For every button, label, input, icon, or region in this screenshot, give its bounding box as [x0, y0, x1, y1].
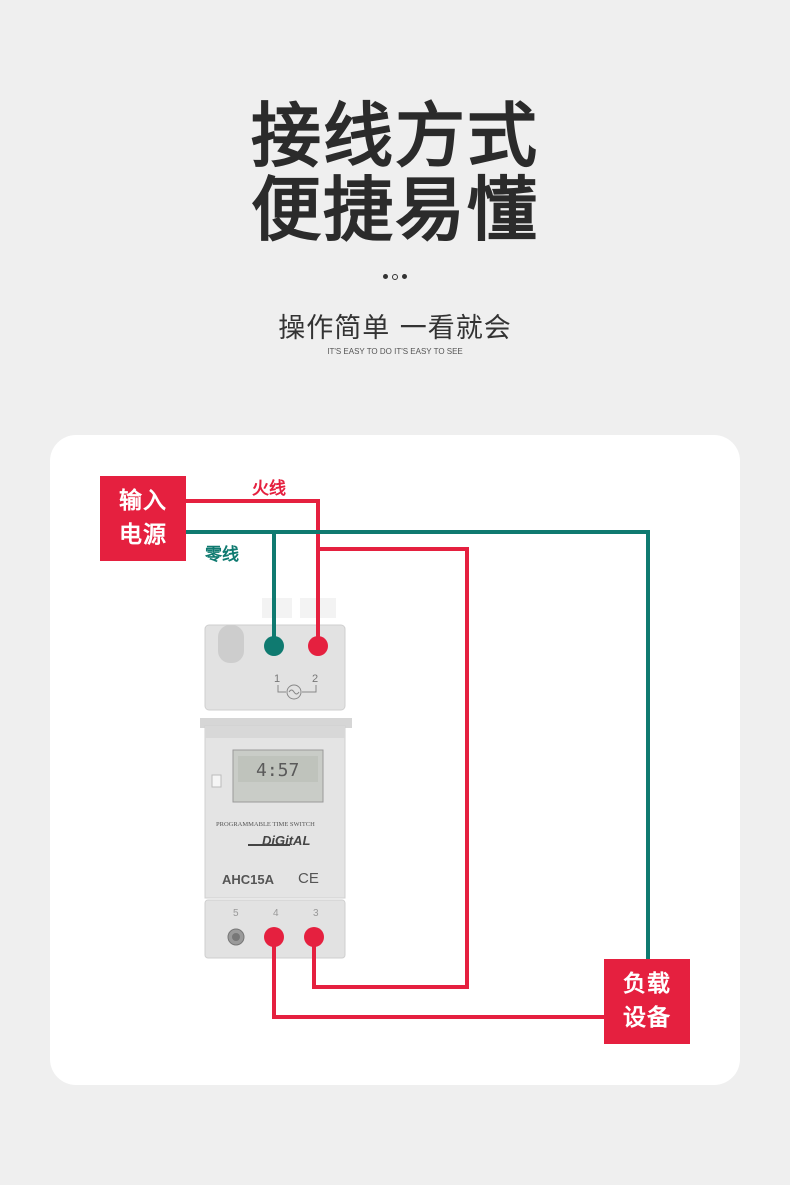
ce-mark: CE — [298, 870, 319, 887]
live-wire — [186, 499, 604, 1019]
terminal-5-label: 5 — [233, 908, 239, 919]
dot-icon — [402, 274, 407, 279]
device-model: AHC15A — [222, 872, 275, 887]
neutral-wire-label: 零线 — [205, 545, 239, 565]
subtitle: 操作简单 一看就会 — [278, 313, 512, 344]
input-box-line2: 电源 — [119, 522, 167, 548]
neutral-wire — [186, 530, 650, 959]
device-logo: DiGitAL — [262, 833, 310, 848]
terminal-3-label: 3 — [313, 908, 319, 919]
terminal-1-neutral-icon — [264, 636, 284, 656]
terminal-2-label: 2 — [312, 673, 318, 685]
live-wire-label: 火线 — [252, 479, 286, 499]
terminal-4-label: 4 — [273, 908, 279, 919]
terminal-2-live-icon — [308, 636, 328, 656]
device-brand-text: PROGRAMMABLE TIME SWITCH — [216, 821, 315, 828]
ac-symbol-icon — [286, 684, 302, 700]
page-title-line2: 便捷易懂 — [251, 169, 539, 251]
page-title-line1: 接线方式 — [251, 95, 539, 177]
hollow-dot-icon — [392, 273, 398, 280]
dot-icon — [383, 274, 388, 279]
terminal-1-label: 1 — [274, 673, 280, 685]
input-box-line1: 输入 — [119, 488, 167, 514]
load-device-box: 负载 设备 — [604, 959, 690, 1044]
input-power-box: 输入 电源 — [100, 476, 186, 561]
lcd-display: 4:57 — [256, 760, 299, 781]
load-box-line2: 设备 — [623, 1005, 671, 1031]
load-box-line1: 负载 — [623, 971, 671, 997]
subtitle-english: IT'S EASY TO DO IT'S EASY TO SEE — [327, 347, 463, 356]
terminal-3-live-icon — [304, 927, 324, 947]
decorative-dots — [0, 266, 790, 285]
terminal-4-live-icon — [264, 927, 284, 947]
